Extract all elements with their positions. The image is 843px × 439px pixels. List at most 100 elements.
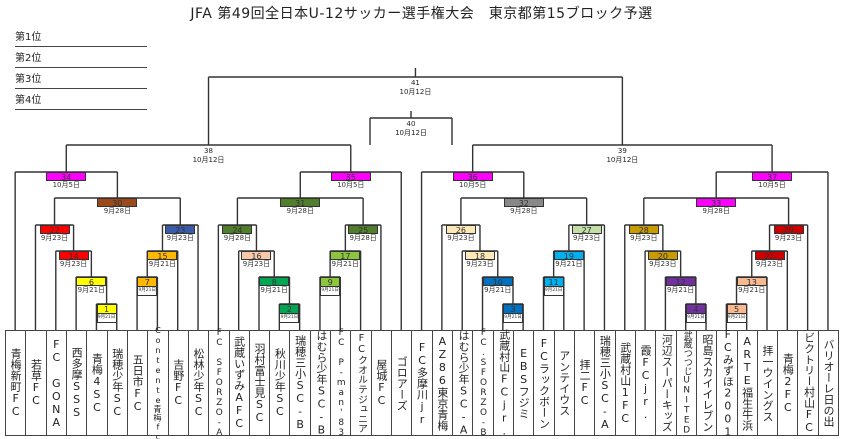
match-date: 9月23日 [630,234,658,242]
team-box: 霞FCjr. [634,330,657,436]
match-number: 24 [222,225,253,235]
match-date: 9月23日 [572,234,601,242]
match-number: 21 [754,251,785,261]
team-box: FC GONA [45,330,67,436]
team-box: ビクトリー村山FC [797,330,819,436]
match-number: 15 [147,251,178,261]
team-box: FC.SFORZO-B [472,328,494,438]
match-number: 4 [686,305,705,314]
page-title: JFA 第49回全日本U-12サッカー選手権大会 東京都第15ブロック予選 [190,6,653,22]
match-date: 9月21日 [138,288,157,293]
team-name: バリオーレ日の出 [821,339,835,427]
team-box: 武蔵つつじUNITED [675,330,697,436]
team-name: 瑞穂三小SC-B [293,335,307,431]
match-number: 16 [241,251,272,261]
team-name: 若草FC [29,359,43,407]
team-name: 吉野FC [171,359,185,407]
team-box: 青梅2FC [777,330,799,436]
match-number: 36 [452,172,493,182]
team-box: ARTE福生牛浜 [736,330,758,436]
team-name: 秋川少年SC [273,348,287,418]
team-box: 武蔵いずみAFC [228,330,250,436]
team-box: はむら少年SC-A [452,330,474,436]
match-date: 9月23日 [40,234,69,242]
match-date: 9月21日 [504,315,522,320]
match-date: 9月28日 [349,234,377,242]
match-date: 9月23日 [774,234,803,242]
match-number: 22 [39,225,70,235]
team-box: AZ86東京青梅 [431,330,454,436]
match-date: 10月5日 [337,181,365,189]
placement-2nd: 第2位 [15,51,147,68]
match-number: 8 [259,277,290,287]
match-date: 9月23日 [166,234,194,242]
team-box: 屋城FC [370,330,393,436]
match-date: 9月28日 [286,207,314,215]
match-date: 9月28日 [702,207,730,215]
match-date: 9月28日 [103,207,132,215]
team-name: 昭島スカイイレブン [700,334,714,432]
team-name: 松林少年SC [192,348,206,418]
match-number: 9 [321,278,340,287]
match-number: 30 [97,198,138,208]
team-box: 武蔵村山1FC [614,330,636,436]
placement-4th: 第4位 [15,93,147,110]
team-name: アンテイウス [557,350,571,416]
match-number: 12 [665,277,696,287]
match-date: 9月21日 [544,288,563,293]
match-number: 39 [617,147,627,155]
team-name: 霞FCjr. [639,345,653,421]
team-box: アンテイウス [553,330,575,436]
team-name: ビクトリー村山FC [802,331,816,435]
team-name: 拝一ウイングス [760,344,774,422]
team-box: 拝二FC [573,330,596,436]
team-name: ARTE福生牛浜 [740,335,754,431]
team-name: Contente青梅fc [152,324,163,439]
team-box: 羽村富士見SC [248,330,271,436]
team-name: 青梅新町FC [9,348,23,418]
match-number: 1 [97,305,116,314]
team-name: 拝二FC [578,359,592,407]
match-number: 7 [138,278,157,287]
team-name: 武蔵いずみAFC [232,336,246,430]
match-date: 9月21日 [484,286,512,294]
team-name: FC SFORZO-A [214,328,225,438]
match-date: 10月12日 [399,88,432,96]
match-date: 9月21日 [77,286,106,294]
team-box: EBSフジミ [513,330,535,436]
match-number: 6 [76,277,107,287]
match-date: 10月12日 [192,156,225,164]
team-name: 青梅4SC [90,352,104,414]
match-date: 9月21日 [148,260,177,268]
team-name: 五日市FC [131,353,145,413]
team-box: 瑞穂少年SC [106,330,128,436]
team-name: FC GONA [49,337,63,429]
team-name: 羽村富士見SC [252,342,266,424]
match-number: 2 [280,305,299,314]
match-date: 9月21日 [727,315,746,320]
match-date: 9月21日 [666,286,695,294]
team-name: AZ86東京青梅 [435,335,449,431]
team-name: FC P-man'83 [336,328,347,438]
match-date: 9月21日 [331,260,360,268]
placement-3rd: 第3位 [15,72,147,89]
match-number: 25 [348,225,379,235]
match-date: 9月21日 [97,315,116,320]
team-box: 武蔵村山FCjr. [492,329,514,437]
